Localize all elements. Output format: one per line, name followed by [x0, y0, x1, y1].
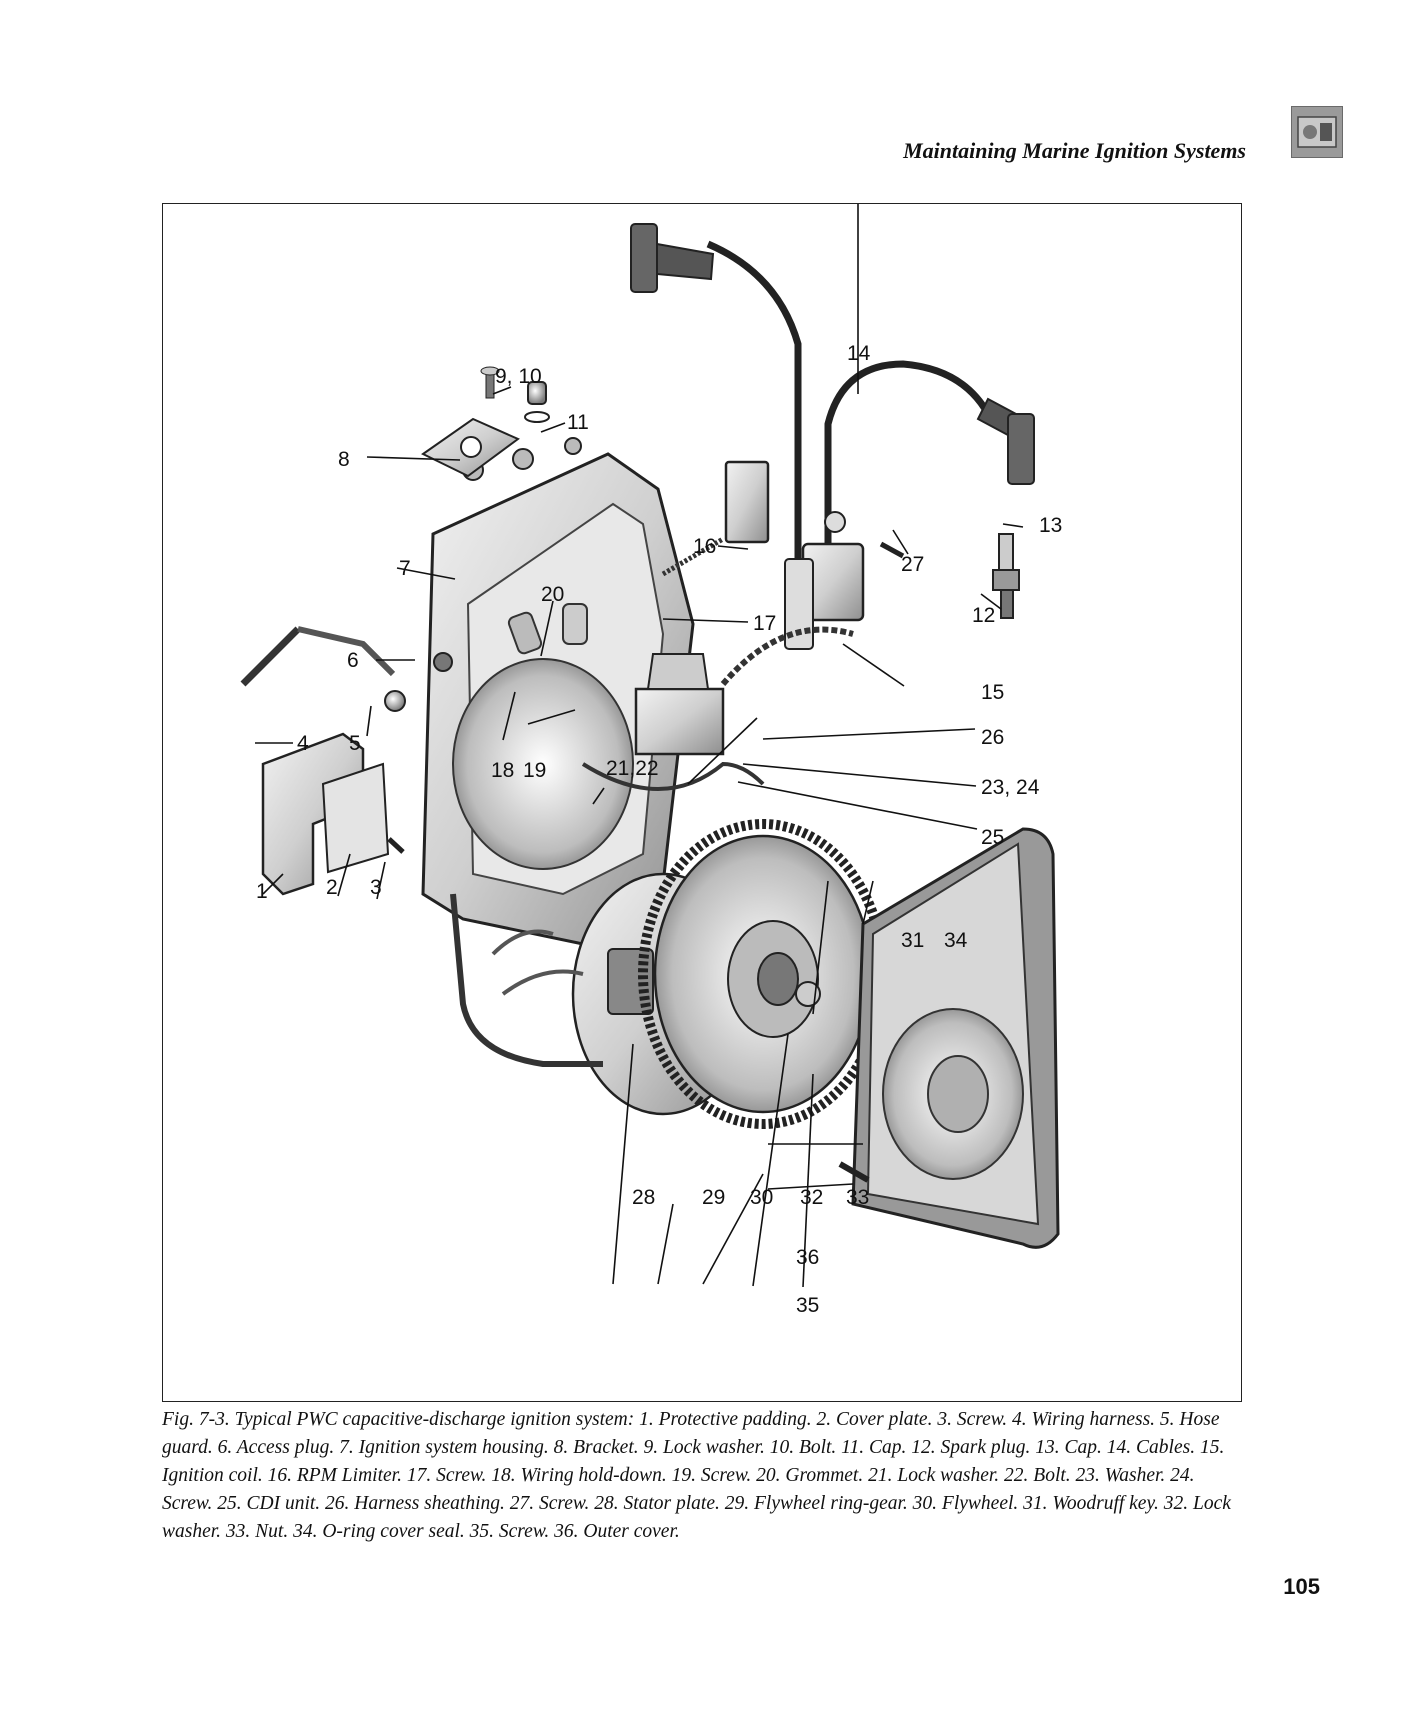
callout-16: 16: [693, 535, 716, 558]
callout-35: 35: [796, 1294, 819, 1317]
page-number: 105: [1283, 1574, 1320, 1599]
callout-29: 29: [702, 1186, 725, 1209]
callout-25: 25: [981, 826, 1004, 849]
flywheel-assembly: [571, 819, 888, 1129]
callout-8: 8: [338, 448, 350, 471]
callout-1: 1: [256, 880, 268, 903]
figure-exploded-diagram: 1 2 3 4 5 6 7 8 9, 10 11 12 13 14 15 16 …: [162, 203, 1242, 1402]
callout-13: 13: [1039, 514, 1062, 537]
callout-26: 26: [981, 726, 1004, 749]
callout-11: 11: [567, 411, 589, 434]
leader-lines: [255, 204, 1024, 1288]
callout-5: 5: [349, 732, 361, 755]
callout-31: 31: [901, 929, 924, 952]
callout-34: 34: [944, 929, 968, 952]
cdi-unit: [581, 626, 854, 791]
callout-9-10: 9, 10: [495, 365, 542, 388]
callout-30: 30: [750, 1186, 773, 1209]
outer-cover: [838, 827, 1060, 1249]
callout-27: 27: [901, 553, 924, 576]
rpm-limiter: [661, 460, 770, 577]
callout-32: 32: [800, 1186, 823, 1209]
callout-19: 19: [523, 759, 546, 782]
ignition-coil: [784, 511, 865, 650]
figure-caption: Fig. 7-3. Typical PWC capacitive-dischar…: [162, 1409, 1231, 1542]
callout-6: 6: [347, 649, 359, 672]
bracket-and-fasteners: [421, 366, 550, 478]
callout-14: 14: [847, 342, 871, 365]
ignition-cables: [630, 223, 1035, 564]
callout-18: 18: [491, 759, 514, 782]
protective-padding: [261, 732, 405, 896]
callout-7: 7: [399, 557, 411, 580]
callout-3: 3: [370, 876, 382, 899]
spark-plug: [879, 533, 1020, 619]
running-header-title: Maintaining Marine Ignition Systems: [903, 138, 1246, 163]
callout-20: 20: [541, 583, 564, 606]
callout-4: 4: [297, 732, 309, 755]
callout-2: 2: [326, 876, 338, 899]
callout-33: 33: [846, 1186, 869, 1209]
callout-21-22: 21,22: [606, 757, 659, 780]
callout-12: 12: [972, 604, 995, 627]
callout-23-24: 23, 24: [981, 776, 1040, 799]
callout-28: 28: [632, 1186, 655, 1209]
callout-36: 36: [796, 1246, 819, 1269]
engine-badge-icon: [1291, 106, 1343, 158]
callout-15: 15: [981, 681, 1004, 704]
wiring-harness: [240, 626, 406, 712]
callout-17: 17: [753, 612, 776, 635]
ignition-system-illustration: 1 2 3 4 5 6 7 8 9, 10 11 12 13 14 15 16 …: [240, 204, 1062, 1317]
stator-leads: [450, 893, 603, 1067]
